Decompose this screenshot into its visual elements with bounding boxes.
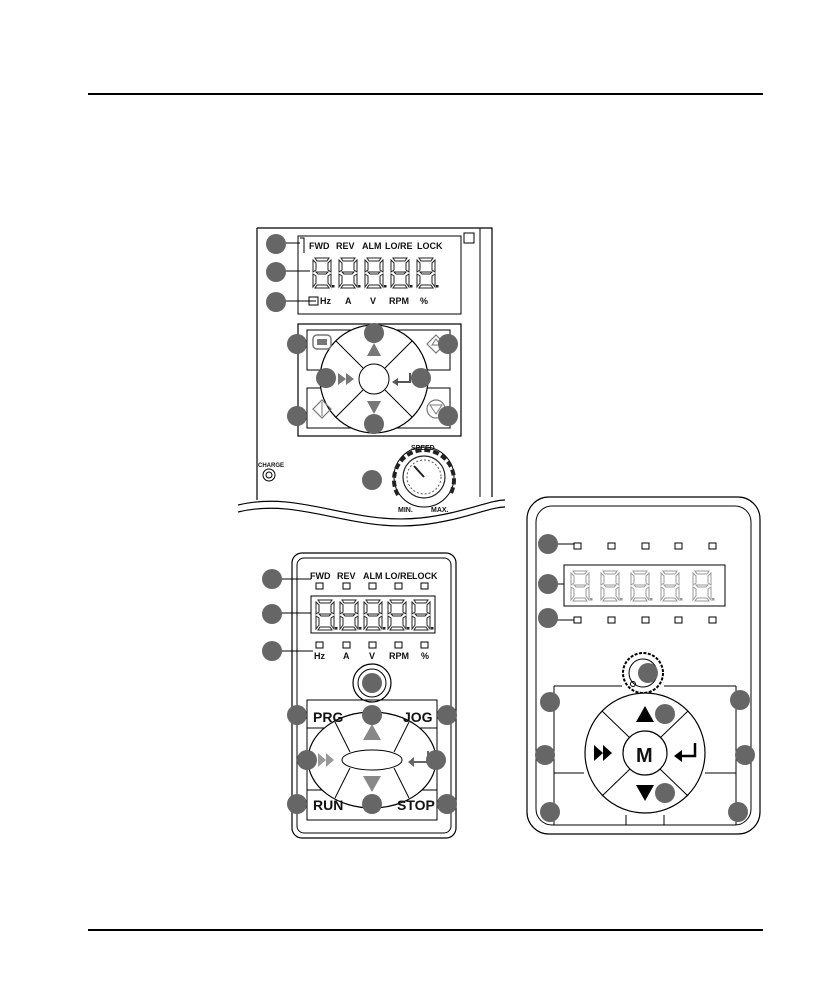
unit-hz: Hz <box>314 651 325 661</box>
unit-rpm: RPM <box>389 651 409 661</box>
unit-percent: % <box>421 651 429 661</box>
indicator-fwd: FWD <box>310 571 331 581</box>
stop-button[interactable]: STOP <box>397 797 435 813</box>
indicator-lock: LOCK <box>412 571 438 581</box>
prg-button[interactable]: PRG <box>313 709 343 725</box>
indicator-fwd: FWD <box>309 241 330 251</box>
speed-label: SPEED <box>411 445 435 452</box>
unit-rpm: RPM <box>389 296 409 306</box>
top-unit-labels: Hz A V RPM % <box>320 296 428 306</box>
unit-hz: Hz <box>320 296 331 306</box>
max-label: MAX. <box>431 507 449 514</box>
indicator-alm: ALM <box>362 241 382 251</box>
m-button[interactable]: M <box>636 745 653 767</box>
indicator-alm: ALM <box>363 571 383 581</box>
top-indicator-labels: FWD REV ALM LO/RE LOCK <box>309 241 443 251</box>
top-program-icon[interactable] <box>313 335 331 349</box>
left-keypad: FWD REV ALM LO/RE LOCK Hz A V RPM % <box>262 553 457 838</box>
unit-percent: % <box>420 296 428 306</box>
indicator-lock: LOCK <box>417 241 443 251</box>
unit-v: V <box>369 651 375 661</box>
unit-a: A <box>343 651 350 661</box>
min-label: MIN. <box>398 507 413 514</box>
right-digit-display <box>571 571 715 601</box>
jog-button[interactable]: JOG <box>403 709 433 725</box>
run-button[interactable]: RUN <box>313 797 343 813</box>
unit-v: V <box>370 296 376 306</box>
indicator-lore: LO/RE <box>385 571 413 581</box>
unit-a: A <box>345 296 352 306</box>
indicator-rev: REV <box>337 571 356 581</box>
left-indicator-labels: FWD REV ALM LO/RE LOCK <box>310 571 438 581</box>
top-speed-knob[interactable] <box>394 447 454 507</box>
top-keypad: FWD REV ALM LO/RE LOCK Hz A V RPM % <box>238 228 505 526</box>
left-unit-labels: Hz A V RPM % <box>314 651 429 661</box>
left-digit-display <box>316 600 434 630</box>
right-keypad: M <box>527 497 760 834</box>
indicator-lore: LO/RE <box>385 241 413 251</box>
indicator-rev: REV <box>336 241 355 251</box>
charge-label: CHARGE <box>258 463 284 469</box>
top-digit-display <box>313 258 439 288</box>
